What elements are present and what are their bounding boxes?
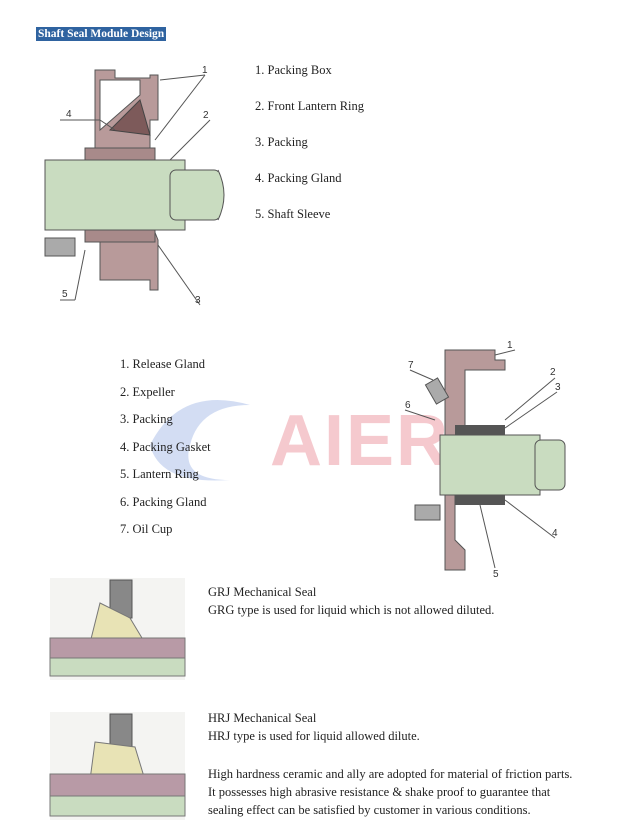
legend-item: 2. Expeller — [120, 384, 175, 399]
callout-1: 1 — [507, 340, 513, 351]
callout-2: 2 — [550, 367, 556, 378]
diagram1-legend: 1. Packing Box 2. Front Lantern Ring 3. … — [255, 63, 364, 243]
swirl-logo-icon — [150, 400, 250, 481]
detail-line: It possesses high abrasive resistance & … — [208, 785, 551, 799]
callout-4: 4 — [552, 528, 558, 539]
callout-2: 2 — [203, 110, 209, 121]
hrj-details: High hardness ceramic and ally are adopt… — [208, 765, 572, 819]
grj-seal-image — [49, 578, 186, 680]
expeller-seal-diagram: 1 2 3 4 5 6 7 — [404, 340, 566, 580]
callout-5: 5 — [493, 569, 499, 580]
packing-seal-diagram: 1 2 3 4 5 — [44, 65, 225, 306]
legend-item: 4. Packing Gasket — [120, 439, 211, 454]
hrj-description: HRJ type is used for liquid allowed dilu… — [208, 729, 420, 743]
diagram2-legend: 1. Release Gland 2. Expeller 3. Packing … — [120, 357, 211, 550]
legend-item: 1. Release Gland — [120, 357, 206, 371]
legend-item: 1. Packing Box — [255, 63, 332, 77]
legend-item: 7. Oil Cup — [120, 522, 173, 536]
legend-item: 2. Front Lantern Ring — [255, 99, 365, 113]
hrj-seal-image — [49, 712, 186, 820]
callout-7: 7 — [408, 360, 414, 371]
legend-item: 3. Packing — [120, 412, 173, 426]
detail-line: High hardness ceramic and ally are adopt… — [208, 767, 573, 781]
detail-line: sealing effect can be satisfied by custo… — [208, 803, 531, 817]
callout-1: 1 — [202, 65, 208, 76]
grj-description: GRG type is used for liquid which is not… — [208, 603, 495, 617]
callout-5: 5 — [62, 289, 68, 300]
legend-item: 5. Lantern Ring — [120, 467, 199, 481]
callout-6: 6 — [405, 400, 411, 411]
grj-heading: GRJ Mechanical Seal — [208, 585, 317, 599]
callout-3: 3 — [555, 382, 561, 393]
callout-3: 3 — [195, 295, 201, 306]
section-title: Shaft Seal Module Design — [36, 27, 167, 41]
legend-item: 3. Packing — [255, 135, 308, 149]
callout-4: 4 — [66, 109, 72, 120]
legend-item: 6. Packing Gland — [120, 494, 207, 509]
legend-item: 4. Packing Gland — [255, 171, 342, 185]
hrj-heading: HRJ Mechanical Seal — [208, 711, 317, 725]
legend-item: 5. Shaft Sleeve — [255, 207, 331, 221]
